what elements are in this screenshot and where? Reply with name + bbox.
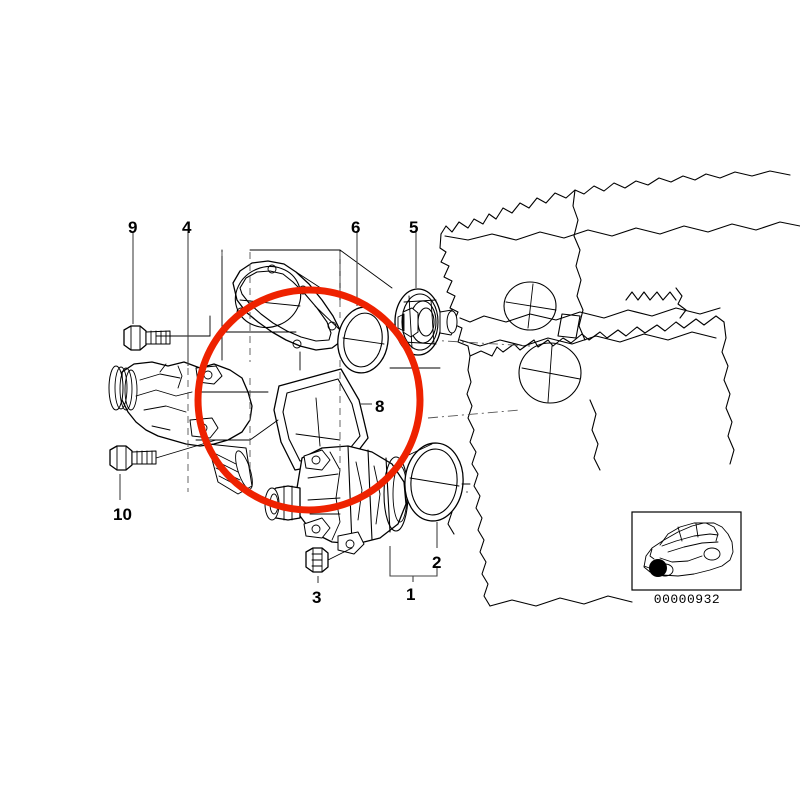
callout-label-9[interactable]: 9 [128, 218, 138, 237]
vehicle-location-thumbnail [631, 511, 742, 591]
callout-label-5[interactable]: 5 [409, 218, 419, 237]
water-pump-gasket [232, 260, 341, 351]
o-ring-thermostat [337, 306, 389, 374]
water-pipe-housing [108, 361, 253, 495]
hex-bolt-lower [109, 445, 157, 471]
callout-label-8[interactable]: 8 [375, 397, 385, 416]
hex-bolt-pump [305, 547, 329, 573]
o-ring-pump [404, 442, 464, 522]
water-pump-assembly [264, 445, 409, 555]
callout-label-10[interactable]: 10 [113, 505, 132, 524]
thermostat [394, 288, 458, 356]
pipe-ribbed-neck-lower [207, 443, 253, 495]
callout-label-6[interactable]: 6 [351, 218, 361, 237]
pipe-ribbed-neck-left [108, 365, 138, 411]
callout-label-3[interactable]: 3 [312, 588, 322, 607]
diagram-id-caption: 00000932 [653, 592, 721, 607]
leader-1-bracket [389, 546, 438, 577]
engine-block-outline [427, 170, 800, 607]
callout-label-1[interactable]: 1 [406, 585, 416, 604]
car-illustration [643, 522, 734, 577]
callout-label-2[interactable]: 2 [432, 553, 442, 572]
callout-label-4[interactable]: 4 [182, 218, 192, 237]
hex-bolt-upper [123, 325, 171, 351]
location-marker-dot [649, 559, 667, 577]
